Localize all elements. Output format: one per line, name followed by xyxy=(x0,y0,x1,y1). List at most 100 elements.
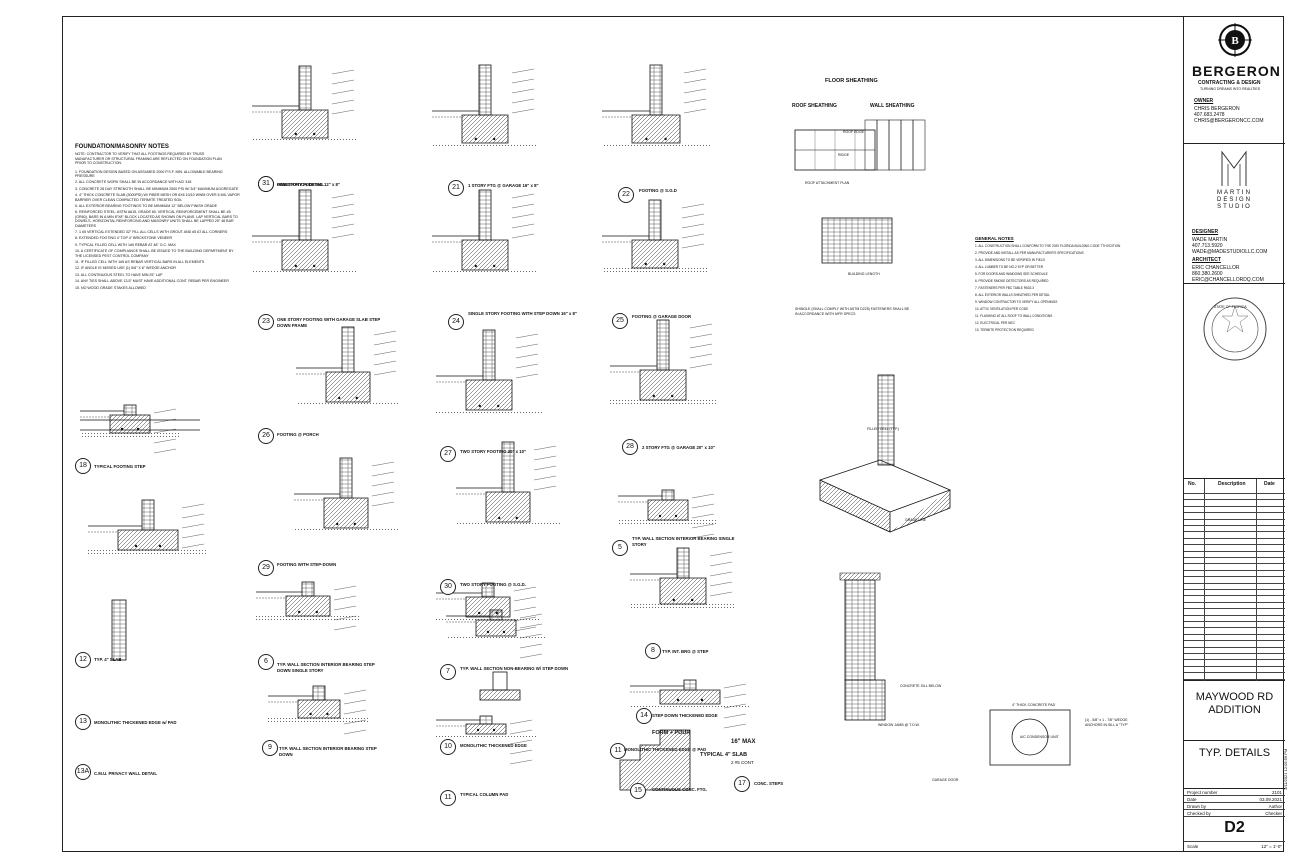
general-note-item: 11. FLASHING AT ALL ROOF TO WALL CONDITI… xyxy=(975,314,1053,318)
rebar-dot xyxy=(658,514,662,518)
concrete-footing xyxy=(461,114,509,144)
foundation-notes: FOUNDATION/MASONRY NOTES NOTE: CONTRACTO… xyxy=(75,144,240,292)
concrete-footing xyxy=(639,369,687,401)
designer-line: WADE@MADESTUDIOLLC.COM xyxy=(1192,249,1268,255)
leader-line xyxy=(331,193,355,199)
leader-line xyxy=(511,78,535,84)
detail-number-badge: 11 xyxy=(440,790,456,806)
detail-caption: TYP. WALL SECTION NON-BEARING W/ STEP DO… xyxy=(460,666,569,671)
revision-row xyxy=(1184,533,1285,539)
foundation-note-item: 15. NO WOOD GRADE STAKES ALLOWED xyxy=(75,285,147,290)
leader-line xyxy=(511,68,535,74)
detail-number-badge: 11 xyxy=(610,743,626,759)
leader-line xyxy=(331,79,355,85)
concrete-sill-label: CONCRETE SILL BELOW xyxy=(900,684,942,688)
leader-line xyxy=(509,719,533,725)
rebar-dot xyxy=(336,522,339,526)
roof-sheathing-title: ROOF SHEATHING xyxy=(792,103,837,109)
foundation-note-item: 2. ALL CONCRETE WORK SHALL BE IN ACCORDA… xyxy=(75,180,192,185)
leader-line xyxy=(511,108,535,114)
sheet-info-value: 2101 xyxy=(1271,790,1282,795)
iso-footing-sides xyxy=(819,480,951,533)
rebar-dot xyxy=(498,516,501,520)
foundation-note-item: 9. TYPICAL FILLED CELL WITH 1#5 REBAR AT… xyxy=(75,242,176,247)
ac-pad xyxy=(989,709,1071,766)
detail-number-badge: 25 xyxy=(612,313,628,329)
leader-line xyxy=(691,493,715,499)
revision-row xyxy=(1184,610,1285,616)
penetration-lines xyxy=(80,419,200,431)
compacted-soil xyxy=(610,400,716,404)
leader-line xyxy=(331,89,355,95)
leader-line xyxy=(723,703,747,709)
revision-row xyxy=(1184,629,1285,635)
compacted-soil xyxy=(252,138,358,142)
leader-line xyxy=(709,571,733,577)
martin-logo-icon xyxy=(1221,150,1247,186)
rebar-dot xyxy=(298,610,301,614)
sheathing-panel xyxy=(876,119,890,171)
revision-row xyxy=(1184,590,1285,597)
side-stamp: 3/11/2021 12:05:56 PM xyxy=(1283,748,1288,790)
detail-number-badge: 26 xyxy=(258,428,274,444)
detail-number-badge: 7 xyxy=(440,664,456,680)
leader-line xyxy=(181,513,205,519)
detail-number-badge: 17 xyxy=(734,776,750,792)
leader-line xyxy=(683,98,707,104)
leader-line xyxy=(331,99,355,105)
leader-line xyxy=(683,68,707,74)
leader-line xyxy=(709,581,733,587)
detail-number-badge: 14 xyxy=(636,708,652,724)
concrete-footing xyxy=(325,371,371,403)
rebar-dot xyxy=(476,728,480,732)
leader-line xyxy=(689,363,713,369)
detail-caption: C.M.U. PRIVACY WALL DETAIL xyxy=(94,771,157,776)
leader-line xyxy=(509,739,533,745)
leader-line xyxy=(331,213,355,219)
sheet-number: D2 xyxy=(1224,819,1245,836)
owner-line: CHRIS@BERGERONCC.COM xyxy=(1194,118,1264,124)
rebar-dot xyxy=(652,394,655,398)
leader-line xyxy=(709,591,733,597)
leader-line xyxy=(533,485,557,491)
leader-line xyxy=(343,719,367,725)
compacted-soil xyxy=(630,704,750,708)
leader-line xyxy=(343,699,367,705)
leader-line xyxy=(519,653,543,659)
leader-line xyxy=(681,203,705,209)
leader-line xyxy=(511,203,535,209)
window-sill-wall xyxy=(844,579,876,681)
concrete-footing xyxy=(485,491,531,523)
detail-number-badge: 13A xyxy=(75,764,91,780)
leader-line xyxy=(509,749,533,755)
rebar-dot xyxy=(326,712,329,716)
rebar-dot xyxy=(674,514,678,518)
detail-number-badge: 12 xyxy=(75,652,91,668)
compacted-soil xyxy=(456,522,560,526)
rebar-dot xyxy=(309,712,312,716)
cmu-wall xyxy=(298,65,312,111)
rebar-dot xyxy=(294,264,297,268)
leader-line xyxy=(513,626,537,632)
leader-line xyxy=(509,729,533,735)
leader-line xyxy=(519,623,543,629)
leader-line xyxy=(513,586,537,592)
detail-caption: TYP. 4" SLAB xyxy=(94,657,122,662)
cmu-wall xyxy=(676,547,690,579)
cmu-wall xyxy=(661,489,675,501)
leader-line xyxy=(511,88,535,94)
compacted-soil xyxy=(602,143,710,147)
filled-cell-label: FILLED CELL (TYP.) xyxy=(867,427,900,431)
ridge-label: RIDGE xyxy=(838,153,850,157)
leader-line xyxy=(511,223,535,229)
designer-label: DESIGNER xyxy=(1192,229,1219,235)
garage-door-label: GARAGE DOOR xyxy=(932,778,959,782)
rebar-dot xyxy=(313,132,316,136)
architect-line: ERIC@CHANCELLORDQ.COM xyxy=(1192,277,1264,283)
cmu-wall xyxy=(123,404,137,416)
owner-panel: B BERGERON CONTRACTING & DESIGN TURNING … xyxy=(1184,16,1285,144)
general-notes-title: GENERAL NOTES xyxy=(975,236,1014,241)
